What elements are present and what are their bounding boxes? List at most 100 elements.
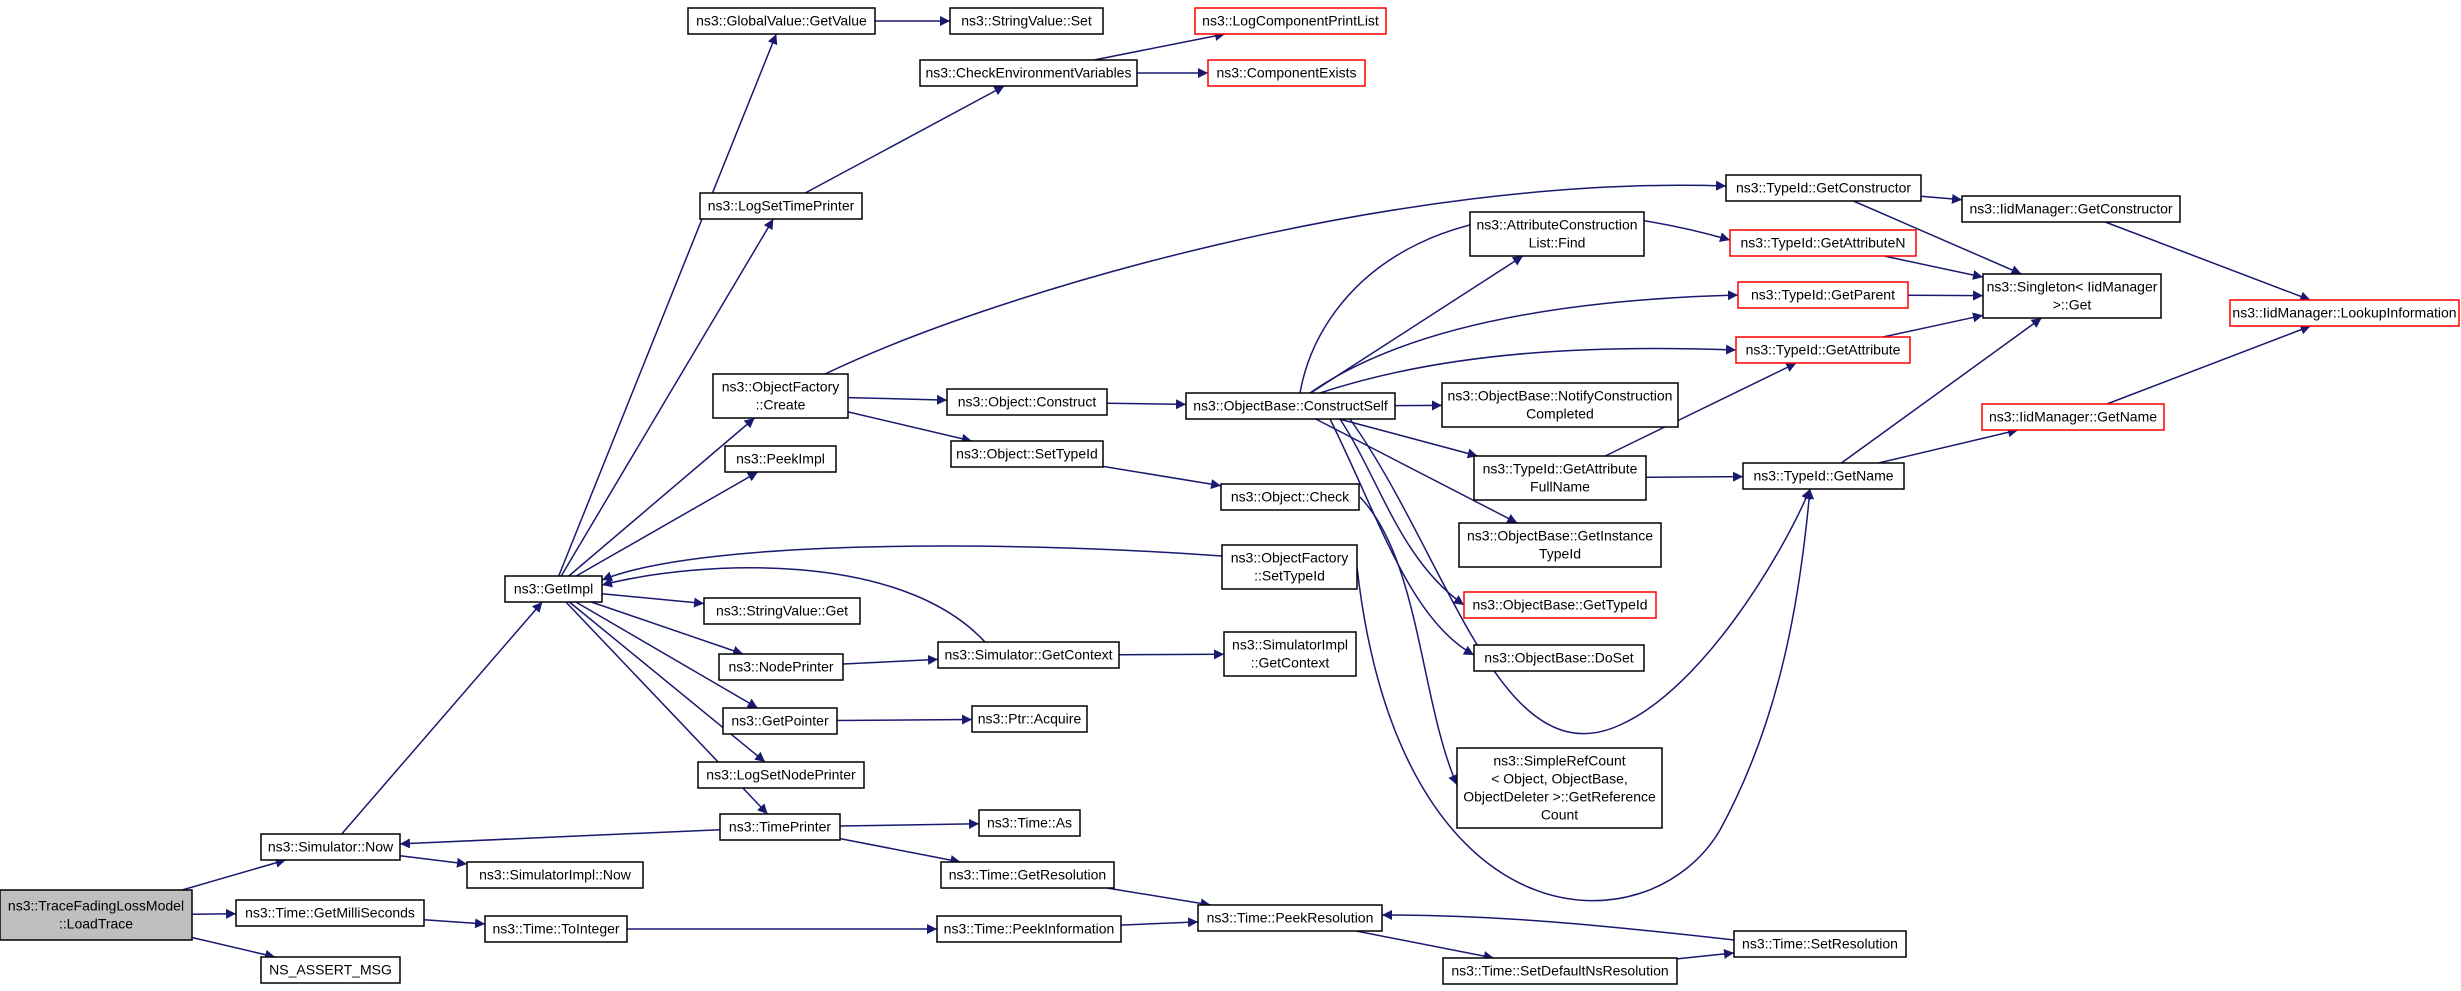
- node-label: ObjectDeleter >::GetReference: [1463, 789, 1656, 805]
- node-simplerefcount[interactable]: ns3::SimpleRefCount< Object, ObjectBase,…: [1456, 747, 1663, 829]
- node-objcheck[interactable]: ns3::Object::Check: [1220, 483, 1360, 511]
- node-label: ns3::Time::GetResolution: [949, 867, 1106, 883]
- node-box: [504, 575, 603, 603]
- node-box: [687, 7, 876, 35]
- node-label: Count: [1541, 807, 1578, 823]
- edge-getms-to-tointeger: [423, 918, 486, 929]
- edge-tidgetname-to-iidgetname: [1878, 427, 2019, 464]
- node-simgetcontext[interactable]: ns3::Simulator::GetContext: [937, 641, 1120, 669]
- node-label: ns3::LogSetNodePrinter: [706, 767, 856, 783]
- node-tointeger[interactable]: ns3::Time::ToInteger: [484, 915, 628, 943]
- node-box: [1442, 957, 1678, 985]
- node-tidgetparent[interactable]: ns3::TypeId::GetParent: [1737, 281, 1909, 309]
- node-peekres[interactable]: ns3::Time::PeekResolution: [1197, 904, 1383, 932]
- edge-tidgetconstructor-to-iidgetconstructor: [1920, 193, 1963, 204]
- node-obdoset[interactable]: ns3::ObjectBase::DoSet: [1473, 644, 1645, 672]
- node-box: [1194, 7, 1387, 35]
- node-iidgetname[interactable]: ns3::IidManager::GetName: [1981, 403, 2165, 431]
- node-label: ns3::SimulatorImpl::Now: [479, 867, 632, 883]
- edge-ofcreate-to-tidgetconstructor: [824, 180, 1727, 375]
- node-label: ::LoadTrace: [59, 916, 133, 932]
- node-label: ns3::Simulator::Now: [268, 839, 394, 855]
- node-getpointer[interactable]: ns3::GetPointer: [722, 707, 838, 735]
- node-objconstruct[interactable]: ns3::Object::Construct: [946, 388, 1108, 416]
- node-tidgetattributen[interactable]: ns3::TypeId::GetAttributeN: [1729, 229, 1917, 257]
- node-box: [1463, 591, 1657, 619]
- node-timeas[interactable]: ns3::Time::As: [978, 809, 1081, 837]
- edge-nodeprinter-to-simgetcontext: [842, 654, 939, 665]
- node-obconstructself[interactable]: ns3::ObjectBase::ConstructSelf: [1185, 392, 1396, 420]
- node-tidgetattribute[interactable]: ns3::TypeId::GetAttribute: [1735, 336, 1911, 364]
- node-root[interactable]: ns3::TraceFadingLossModel::LoadTrace: [0, 889, 193, 941]
- node-iidlookup[interactable]: ns3::IidManager::LookupInformation: [2229, 299, 2460, 327]
- node-box: [724, 445, 837, 473]
- node-gvgetvalue[interactable]: ns3::GlobalValue::GetValue: [687, 7, 876, 35]
- node-ofsettypeid[interactable]: ns3::ObjectFactory::SetTypeId: [1221, 544, 1358, 590]
- node-svget[interactable]: ns3::StringValue::Get: [703, 597, 861, 625]
- node-tidgetconstructor[interactable]: ns3::TypeId::GetConstructor: [1725, 174, 1922, 202]
- node-box: [1737, 281, 1909, 309]
- node-getimpl[interactable]: ns3::GetImpl: [504, 575, 603, 603]
- edge-tidgetname-to-singletonget: [1840, 317, 2043, 464]
- node-objsettypeid[interactable]: ns3::Object::SetTypeId: [950, 440, 1104, 468]
- node-peekimpl[interactable]: ns3::PeekImpl: [724, 445, 837, 473]
- node-nsassert[interactable]: NS_ASSERT_MSG: [260, 956, 401, 984]
- node-label: ns3::Time::PeekResolution: [1207, 910, 1374, 926]
- node-getms[interactable]: ns3::Time::GetMilliSeconds: [235, 899, 425, 927]
- node-label: ns3::AttributeConstruction: [1476, 217, 1637, 233]
- node-label: ns3::IidManager::GetName: [1989, 409, 2157, 425]
- node-svset[interactable]: ns3::StringValue::Set: [949, 7, 1104, 35]
- node-tidgetname[interactable]: ns3::TypeId::GetName: [1742, 462, 1905, 490]
- node-label: ns3::Object::Check: [1231, 489, 1350, 505]
- node-timesetres[interactable]: ns3::Time::SetResolution: [1733, 930, 1907, 958]
- node-box: [1441, 382, 1679, 428]
- node-label: ns3::SimpleRefCount: [1493, 753, 1625, 769]
- node-label: ns3::GetPointer: [731, 713, 829, 729]
- node-label: ns3::ObjectBase::GetInstance: [1467, 528, 1653, 544]
- node-ptracquire[interactable]: ns3::Ptr::Acquire: [971, 705, 1088, 733]
- node-box: [2229, 299, 2460, 327]
- node-peekinfo[interactable]: ns3::Time::PeekInformation: [936, 915, 1122, 943]
- node-label: ns3::Time::SetDefaultNsResolution: [1451, 963, 1668, 979]
- node-compexists[interactable]: ns3::ComponentExists: [1207, 59, 1366, 87]
- edge-peekinfo-to-peekres: [1120, 917, 1199, 928]
- node-timegetres[interactable]: ns3::Time::GetResolution: [940, 861, 1115, 889]
- node-simimplnow[interactable]: ns3::SimulatorImpl::Now: [466, 861, 644, 889]
- node-setdefaultnsres[interactable]: ns3::Time::SetDefaultNsResolution: [1442, 957, 1678, 985]
- edge-layer: [181, 16, 2311, 961]
- node-label: ns3::LogComponentPrintList: [1202, 13, 1379, 29]
- node-notifyconstruction[interactable]: ns3::ObjectBase::NotifyConstructionCompl…: [1441, 382, 1679, 428]
- node-label: ::SetTypeId: [1254, 568, 1325, 584]
- node-label: ns3::ObjectBase::DoSet: [1484, 650, 1634, 666]
- node-logcomplist[interactable]: ns3::LogComponentPrintList: [1194, 7, 1387, 35]
- edge-obconstructself-to-tidgetattribute: [1319, 344, 1737, 394]
- node-layer: ns3::TraceFadingLossModel::LoadTracens3:…: [0, 7, 2460, 985]
- edge-getimpl-to-gvgetvalue: [558, 33, 778, 577]
- node-label: ns3::ComponentExists: [1216, 65, 1356, 81]
- edge-checkenv-to-logcomplist: [1093, 31, 1226, 61]
- node-box: [718, 653, 844, 681]
- edge-obconstructself-to-getinstancetypeid: [1315, 418, 1518, 524]
- node-logsettimeprinter[interactable]: ns3::LogSetTimePrinter: [699, 192, 863, 220]
- node-singletonget[interactable]: ns3::Singleton< IidManager>::Get: [1982, 273, 2162, 319]
- node-obgettypeid[interactable]: ns3::ObjectBase::GetTypeId: [1463, 591, 1657, 619]
- node-logsetnodeprinter[interactable]: ns3::LogSetNodePrinter: [697, 761, 865, 789]
- edge-tidgetattribute-to-singletonget: [1882, 312, 1984, 338]
- node-box: [950, 440, 1104, 468]
- node-timeprinter[interactable]: ns3::TimePrinter: [719, 813, 841, 841]
- node-iidgetconstructor[interactable]: ns3::IidManager::GetConstructor: [1961, 195, 2181, 223]
- edge-getimpl-to-logsetnodeprinter: [568, 601, 766, 763]
- node-nodeprinter[interactable]: ns3::NodePrinter: [718, 653, 844, 681]
- node-label: ns3::CheckEnvironmentVariables: [926, 65, 1132, 81]
- node-label: Completed: [1526, 406, 1594, 422]
- node-ofcreate[interactable]: ns3::ObjectFactory::Create: [712, 373, 849, 419]
- node-label: ns3::Time::SetResolution: [1742, 936, 1898, 952]
- edge-tidgetattributen-to-singletonget: [1883, 255, 1984, 280]
- node-simimplgetcontext[interactable]: ns3::SimulatorImpl::GetContext: [1223, 631, 1357, 677]
- edge-getimpl-to-logsettimeprinter: [560, 218, 774, 577]
- node-simnow[interactable]: ns3::Simulator::Now: [260, 833, 401, 861]
- node-checkenv[interactable]: ns3::CheckEnvironmentVariables: [919, 59, 1138, 87]
